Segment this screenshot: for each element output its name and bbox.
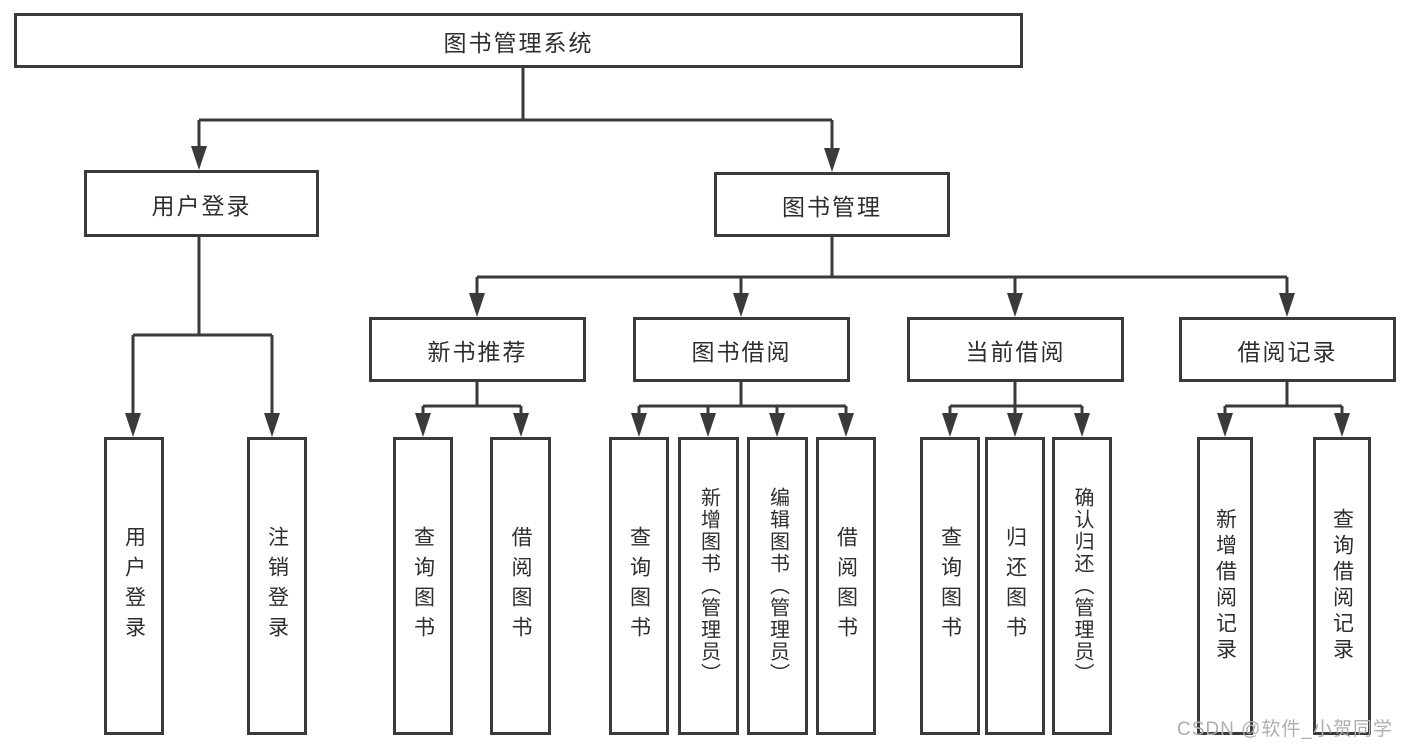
leaf-add-book-admin: 新增图书（管理员） <box>678 437 739 735</box>
leaf-edit-book-admin: 编辑图书（管理员） <box>747 437 808 735</box>
node-user-login: 用户登录 <box>84 170 319 237</box>
leaf-query-borrow-record: 查询借阅记录 <box>1313 437 1371 735</box>
leaf-confirm-return-admin: 确认归还（管理员） <box>1052 437 1112 735</box>
leaf-borrow-books-recommend: 借阅图书 <box>490 437 551 735</box>
watermark-text: CSDN @软件_小贺同学 <box>1177 719 1393 740</box>
leaf-user-login: 用户登录 <box>104 437 164 735</box>
leaf-add-borrow-record: 新增借阅记录 <box>1197 437 1253 735</box>
leaf-return-books: 归还图书 <box>985 437 1045 735</box>
node-borrow-records: 借阅记录 <box>1179 317 1396 382</box>
leaf-logout: 注销登录 <box>247 437 307 735</box>
leaf-query-books-recommend: 查询图书 <box>393 437 453 735</box>
node-book-management: 图书管理 <box>714 172 950 237</box>
leaf-borrow-books: 借阅图书 <box>816 437 876 735</box>
leaf-query-books-borrow: 查询图书 <box>609 437 669 735</box>
leaf-query-books-current: 查询图书 <box>920 437 980 735</box>
node-current-borrow: 当前借阅 <box>907 317 1124 382</box>
node-root-system: 图书管理系统 <box>14 13 1023 68</box>
node-book-borrow: 图书借阅 <box>633 317 850 382</box>
node-new-book-recommend: 新书推荐 <box>369 317 586 382</box>
